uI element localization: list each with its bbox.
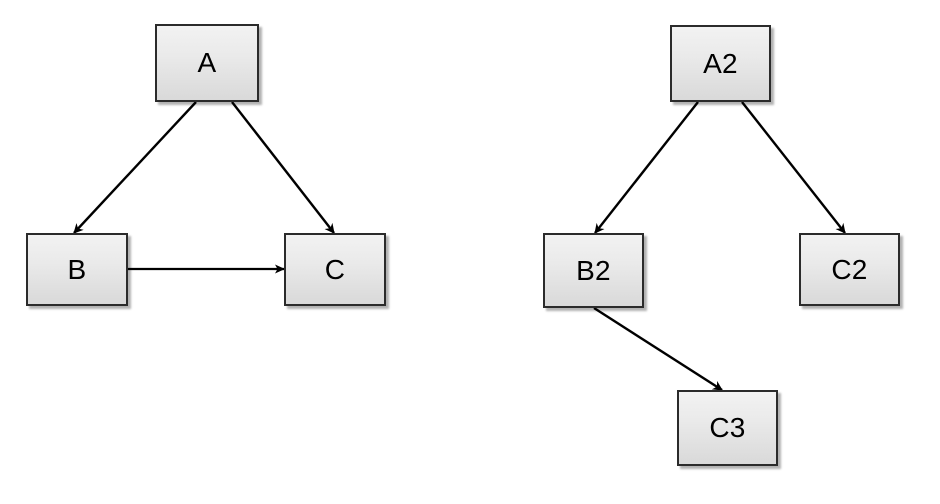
- node-label-a2: A2: [703, 47, 738, 79]
- edge-a-to-c: [231, 101, 335, 234]
- edge-a2-to-c2: [741, 101, 846, 234]
- node-label-b2: B2: [576, 254, 611, 286]
- node-label-c2: C2: [831, 253, 868, 285]
- node-b2[interactable]: B2: [543, 233, 644, 308]
- node-label-c3: C3: [709, 412, 746, 443]
- node-b[interactable]: B: [26, 233, 128, 306]
- node-c2[interactable]: C2: [799, 233, 900, 306]
- node-label-c: C: [324, 253, 346, 285]
- edge-b2-to-c3: [593, 306, 723, 392]
- node-c3[interactable]: C3: [677, 390, 778, 466]
- node-label-b: B: [67, 253, 87, 285]
- node-a[interactable]: A: [155, 24, 259, 102]
- edge-a-to-b: [73, 101, 197, 234]
- node-a2[interactable]: A2: [670, 25, 771, 102]
- node-label-a: A: [197, 47, 217, 78]
- edge-a2-to-b2: [594, 101, 699, 234]
- node-c[interactable]: C: [284, 233, 386, 306]
